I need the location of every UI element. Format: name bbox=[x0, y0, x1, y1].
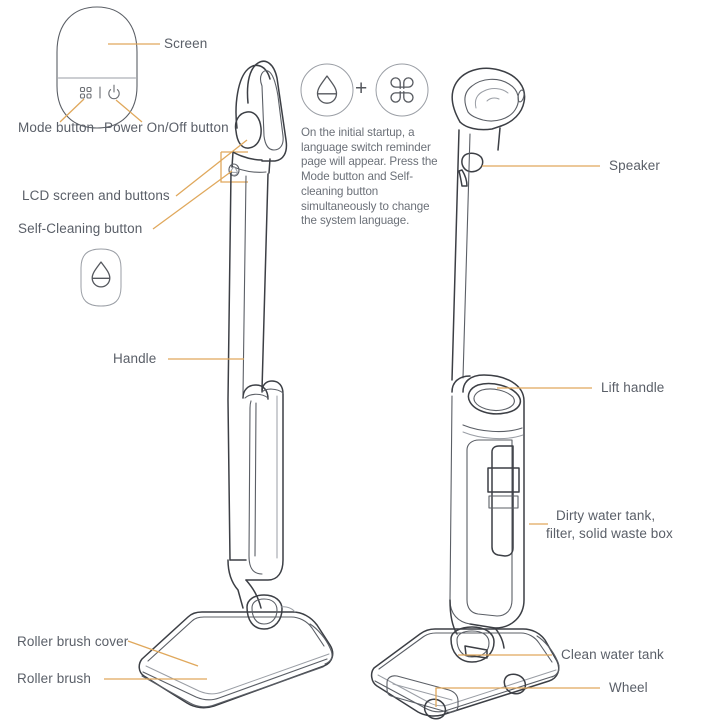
plus-symbol: + bbox=[355, 77, 368, 100]
leader-roller-brush-cover bbox=[127, 640, 199, 667]
label-handle: Handle bbox=[113, 351, 157, 366]
label-speaker: Speaker bbox=[609, 158, 660, 173]
label-screen: Screen bbox=[164, 36, 208, 51]
label-dirty-water-tank-line1: Dirty water tank, bbox=[556, 508, 656, 523]
leader-wheel bbox=[435, 687, 600, 707]
label-roller-brush-cover: Roller brush cover bbox=[17, 634, 129, 649]
label-clean-water-tank: Clean water tank bbox=[561, 647, 664, 662]
lcd-screen-detail-art bbox=[56, 6, 138, 129]
leader-language-note-top bbox=[220, 152, 248, 183]
language-switch-note: On the initial startup, a language switc… bbox=[301, 126, 438, 228]
vacuum-front-view-art bbox=[138, 60, 334, 709]
leader-self-cleaning-button bbox=[152, 170, 233, 230]
label-mode-button: Mode button bbox=[18, 120, 95, 135]
label-dirty-water-tank-line2: filter, solid waste box bbox=[546, 526, 673, 541]
label-lcd-screen-and-buttons: LCD screen and buttons bbox=[22, 188, 170, 203]
vacuum-rear-view-art bbox=[370, 67, 560, 720]
self-cleaning-button-detail-art bbox=[80, 248, 122, 307]
label-lift-handle: Lift handle bbox=[601, 380, 665, 395]
self-cleaning-droplet-icon-large bbox=[300, 63, 354, 117]
label-power-button: Power On/Off button bbox=[104, 120, 229, 135]
leader-power-button bbox=[115, 99, 143, 123]
mode-clover-icon-large bbox=[375, 63, 429, 117]
mode-grid-icon bbox=[79, 86, 92, 99]
label-self-cleaning-button: Self-Cleaning button bbox=[18, 221, 143, 236]
leader-mode-button bbox=[59, 98, 85, 123]
leader-lcd-screen-and-buttons bbox=[175, 139, 248, 197]
label-roller-brush: Roller brush bbox=[17, 671, 91, 686]
power-icon bbox=[108, 84, 120, 100]
label-wheel: Wheel bbox=[609, 680, 648, 695]
